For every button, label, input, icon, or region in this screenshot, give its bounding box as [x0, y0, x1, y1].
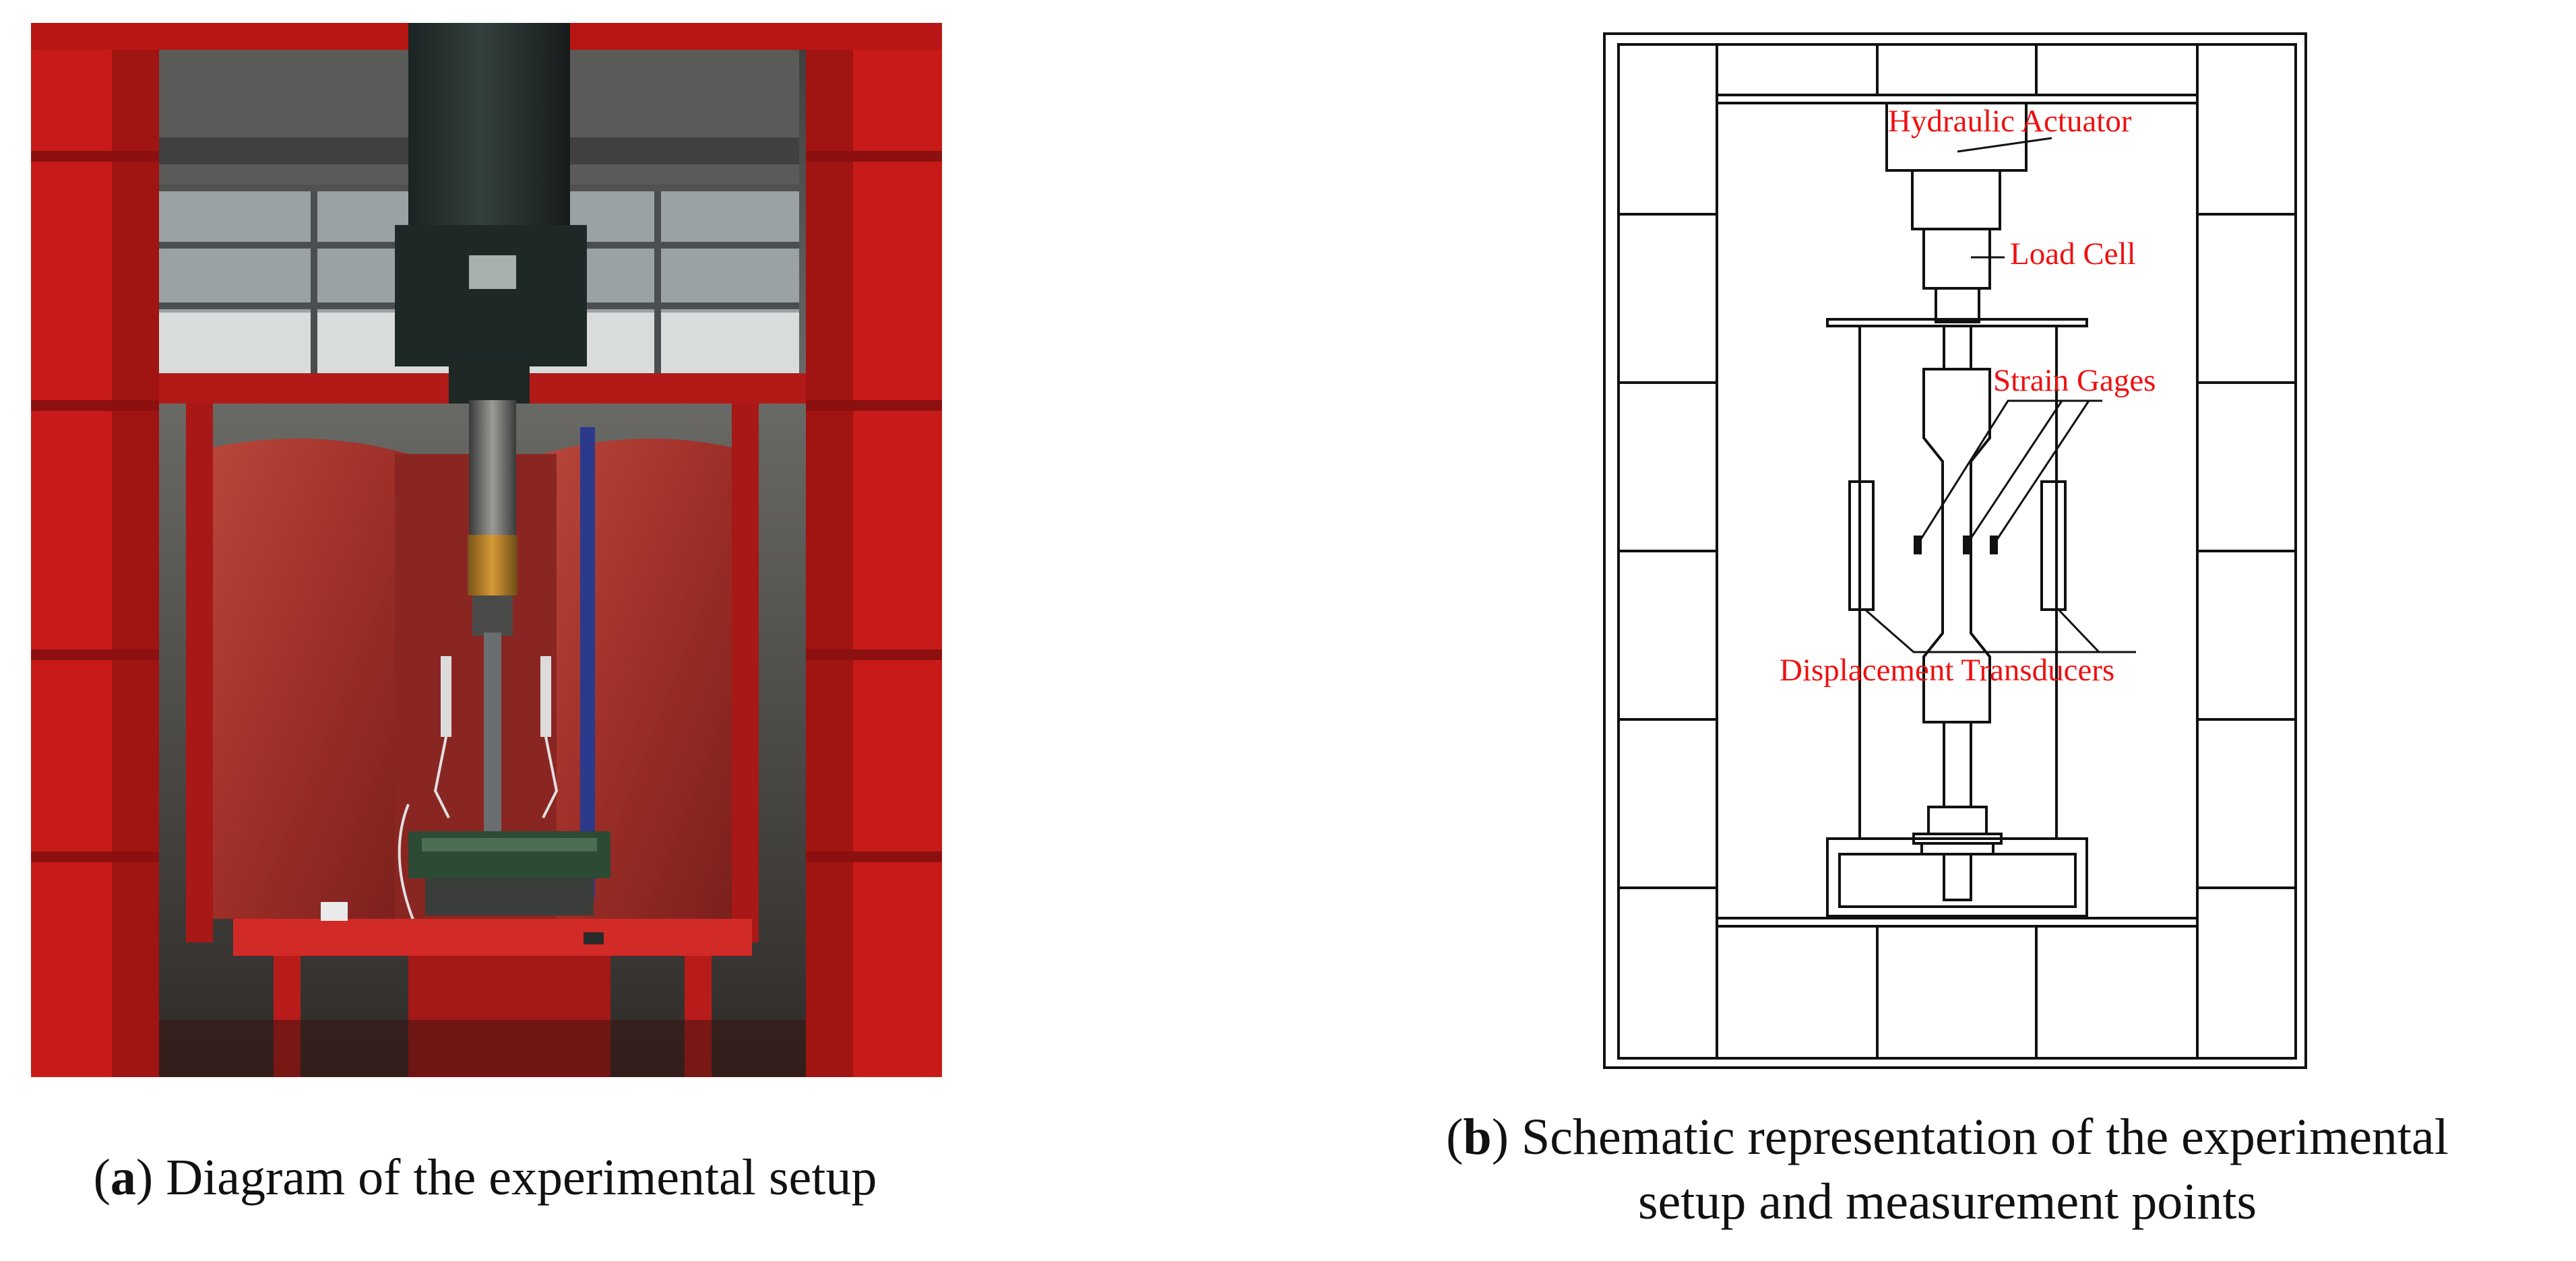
load-cell-label: Load Cell: [2010, 236, 2136, 271]
caption-b-letter: b: [1463, 1109, 1492, 1165]
base-fixture: [1826, 837, 2088, 917]
strain-gages-label: Strain Gages: [1993, 363, 2156, 398]
strain-gage-3: [1990, 536, 1998, 554]
caption-a-text: Diagram of the experimental setup: [153, 1149, 877, 1206]
top-beam: [1716, 43, 2199, 96]
caption-b-text-1: Schematic representation of the experime…: [1509, 1109, 2449, 1165]
caption-a-letter: a: [110, 1149, 136, 1206]
caption-panel-a: (a) Diagram of the experimental setup: [93, 1149, 877, 1206]
right-column: [2196, 43, 2297, 1060]
experimental-setup-photo: [31, 23, 942, 1077]
hydraulic-actuator-label: Hydraulic Actuator: [1888, 104, 2132, 139]
actuator-neck: [1911, 169, 2001, 230]
hydraulic-actuator-box: [1885, 102, 2028, 172]
strain-gage-2: [1963, 536, 1971, 554]
displacement-transducers-label: Displacement Transducers: [1780, 653, 2114, 688]
crosshead-plate: [1826, 318, 2088, 327]
caption-panel-b: (b) Schematic representation of the expe…: [1321, 1105, 2574, 1234]
outer-frame: [1603, 32, 2307, 1069]
displacement-transducer-right: [2040, 480, 2067, 611]
load-cell-box: [1922, 228, 1991, 290]
displacement-transducer-left: [1848, 480, 1875, 611]
caption-b-line1: (b) Schematic representation of the expe…: [1446, 1109, 2449, 1165]
dogbone-specimen: [1922, 368, 1991, 723]
bottom-beam: [1716, 925, 2199, 1060]
caption-b-line2: setup and measurement points: [1637, 1173, 2257, 1230]
left-column: [1617, 43, 1718, 1060]
strain-gage-1: [1914, 536, 1922, 554]
